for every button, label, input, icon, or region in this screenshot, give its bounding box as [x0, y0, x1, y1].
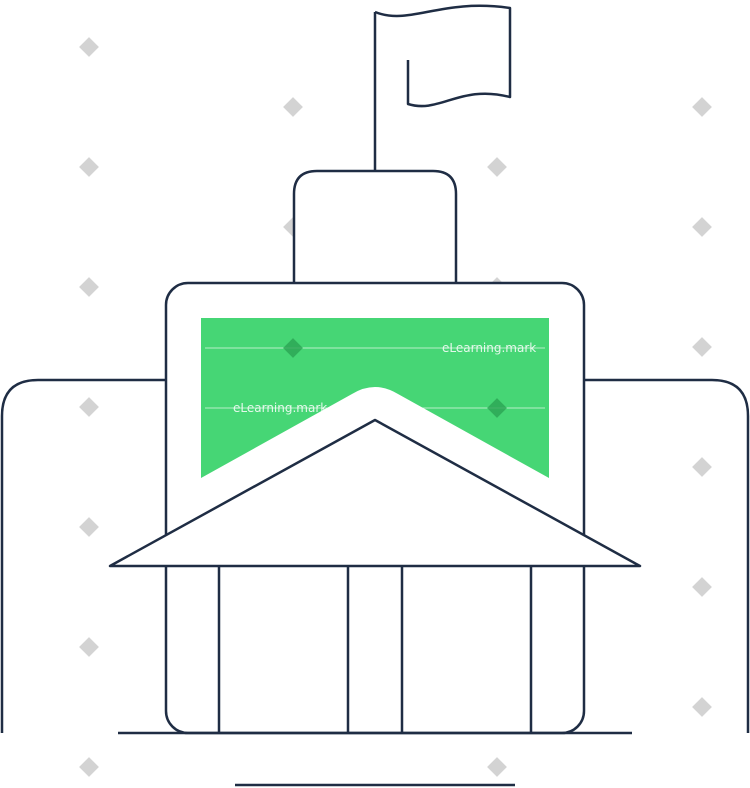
watermark-diamond: [487, 757, 507, 777]
watermark-diamond: [283, 338, 303, 358]
watermark-diamond: [79, 517, 99, 537]
columns: [217, 566, 533, 733]
watermark-text: eLearning.mark: [442, 341, 536, 355]
watermark-diamond: [79, 397, 99, 417]
watermark-diamond: [79, 757, 99, 777]
watermark-diamond: [692, 457, 712, 477]
watermark-diamond: [283, 97, 303, 117]
watermark-diamond: [692, 697, 712, 717]
left-wing: [0, 378, 166, 733]
watermark-diamond: [692, 97, 712, 117]
watermark-diamond: [692, 337, 712, 357]
watermark-text: eLearning.mark: [233, 401, 327, 415]
watermark-diamond: [79, 637, 99, 657]
watermark-diamond: [692, 217, 712, 237]
watermark-diamond: [487, 398, 507, 418]
watermark-diamond: [79, 37, 99, 57]
right-wing: [584, 378, 750, 733]
watermark-diamond: [79, 157, 99, 177]
watermark-diamond: [487, 157, 507, 177]
roof: [108, 418, 642, 568]
watermark-diamond: [79, 277, 99, 297]
tower: [292, 169, 458, 283]
flag-cloth: [374, 4, 512, 108]
flag: [373, 4, 512, 170]
watermark-diamond: [692, 577, 712, 597]
watermark-text-group: eLearning.mark eLearning.mark: [205, 338, 545, 418]
